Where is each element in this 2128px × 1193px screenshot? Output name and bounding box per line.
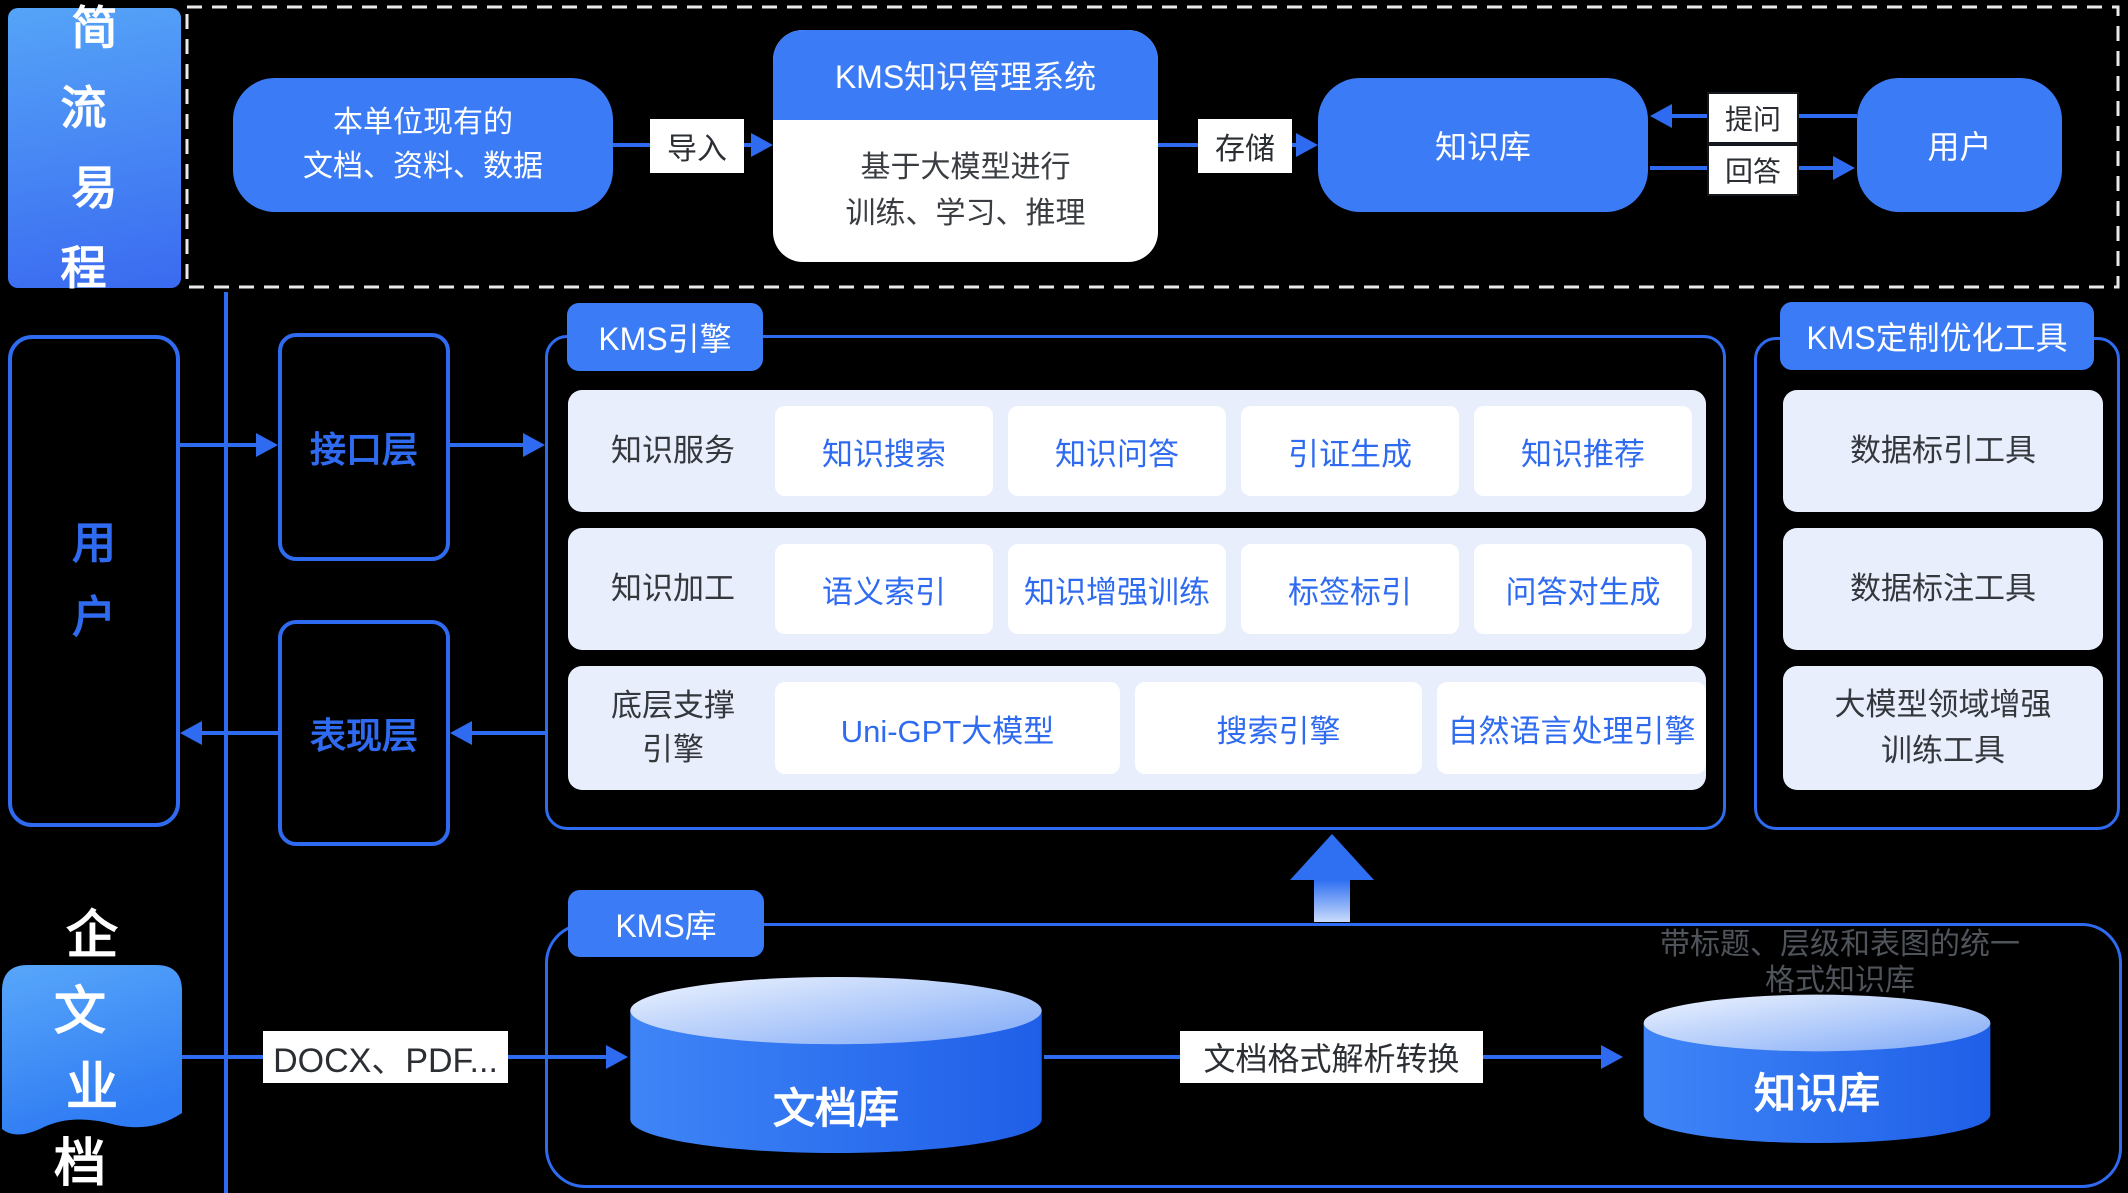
enterprise-doc-line: 业 档 (53, 1059, 142, 1193)
user-line: 户 (72, 593, 116, 642)
interface-layer-box: 接口层 (278, 333, 450, 561)
section-title-line: 简 流 (60, 2, 140, 134)
kms-system-body: 基于大模型进行 训练、学习、推理 (773, 120, 1158, 262)
tool-item-line: 数据标注工具 (1850, 571, 2036, 606)
row-label-underlying: 底层支撑 引擎 (568, 666, 778, 790)
tool-item-line: 数据标引工具 (1850, 433, 2036, 468)
user-line: 用 (72, 519, 116, 568)
chip-knowledge-enhanced-training: 知识增强训练 (1008, 544, 1226, 634)
arrowhead-convert (1601, 1045, 1623, 1069)
arrowhead-engine-to-presentation (450, 721, 472, 745)
document-db-cylinder (630, 976, 1042, 1153)
arrowhead-interface-to-engine (523, 433, 545, 457)
tool-item-line: 训练工具 (1881, 733, 2005, 768)
watermark-line: 带标题、层级和表图的统一 (1660, 928, 2020, 961)
chip-knowledge-search: 知识搜索 (775, 406, 993, 496)
vertical-bus-line (224, 292, 228, 1193)
knowledge-db-cylinder (1643, 994, 1991, 1143)
document-db-label: 文档库 (772, 1085, 899, 1132)
enterprise-document-shape (2, 965, 182, 1135)
format-convert-label: 文档格式解析转换 (1180, 1031, 1483, 1083)
section-title-simple-flow: 简 流 易 程 (8, 2, 181, 294)
tool-item-line: 大模型领域增强 (1834, 687, 2052, 722)
chip-tag-indexing: 标签标引 (1241, 544, 1459, 634)
row-label-services: 知识服务 (568, 390, 778, 512)
connector-interface-to-engine (450, 443, 525, 447)
connector-user-to-interface (180, 443, 260, 447)
kms-system-box: KMS知识管理系统 基于大模型进行 训练、学习、推理 (773, 30, 1158, 262)
up-arrow-icon (1290, 834, 1374, 922)
chip-citation-generation: 引证生成 (1241, 406, 1459, 496)
docx-pdf-label: DOCX、PDF... (263, 1031, 508, 1083)
kms-engine-tab: KMS引擎 (567, 303, 763, 371)
chip-search-engine: 搜索引擎 (1135, 682, 1422, 774)
kms-body-line: 训练、学习、推理 (845, 197, 1086, 230)
kms-tools-tab: KMS定制优化工具 (1780, 302, 2094, 370)
row-label-line: 引擎 (642, 732, 704, 767)
knowledge-db-label: 知识库 (1753, 1070, 1880, 1117)
chip-qa-pair-generation: 问答对生成 (1474, 544, 1692, 634)
arrowhead-ask (1650, 104, 1672, 128)
section-title-line: 易 程 (60, 162, 140, 294)
chip-unigpt-model: Uni-GPT大模型 (775, 682, 1120, 774)
kms-engine-panel (545, 335, 1726, 830)
arrowhead-doc-to-library (606, 1045, 628, 1069)
arrowhead-user-to-interface (256, 433, 278, 457)
row-label-line: 底层支撑 (611, 688, 735, 723)
chip-knowledge-qa: 知识问答 (1008, 406, 1226, 496)
arrowhead-presentation-to-user (180, 721, 202, 745)
enterprise-doc-line: 企 文 (53, 907, 142, 1041)
source-box-line: 本单位现有的 (333, 106, 513, 139)
chip-nlp-engine: 自然语言处理引擎 (1437, 682, 1706, 774)
source-documents-box: 本单位现有的 文档、资料、数据 (233, 78, 613, 212)
kms-body-line: 基于大模型进行 (860, 151, 1071, 184)
row-label-line: 知识服务 (611, 433, 735, 468)
chip-knowledge-recommendation: 知识推荐 (1474, 406, 1692, 496)
user-box-middle: 用 户 (8, 335, 180, 827)
connector-presentation-to-user (200, 731, 278, 735)
arrowhead-answer (1833, 156, 1855, 180)
dashed-section-border (185, 5, 2120, 289)
source-box-line: 文档、资料、数据 (303, 150, 543, 183)
arrowhead-import (751, 133, 773, 157)
watermark-line: 格式知识库 (1765, 964, 1915, 997)
row-label-line: 知识加工 (611, 571, 735, 606)
tool-data-indexing: 数据标引工具 (1783, 390, 2103, 512)
arrowhead-store (1296, 133, 1318, 157)
knowledge-base-box: 知识库 (1318, 78, 1648, 212)
tool-domain-enhanced-training: 大模型领域增强 训练工具 (1783, 666, 2103, 790)
kms-system-header: KMS知识管理系统 (773, 30, 1158, 120)
enterprise-document-label: 企 文 业 档 (2, 907, 182, 1193)
ask-label: 提问 (1707, 92, 1799, 144)
tool-data-annotation: 数据标注工具 (1783, 528, 2103, 650)
kms-library-tab: KMS库 (568, 890, 764, 957)
answer-label: 回答 (1707, 144, 1799, 196)
presentation-layer-box: 表现层 (278, 620, 450, 846)
connector-engine-to-presentation (470, 731, 545, 735)
chip-semantic-index: 语义索引 (775, 544, 993, 634)
user-box-top: 用户 (1857, 78, 2062, 212)
import-label: 导入 (650, 119, 744, 173)
row-label-processing: 知识加工 (568, 528, 778, 650)
store-label: 存储 (1198, 119, 1292, 173)
watermark-text: 带标题、层级和表图的统一 格式知识库 (1550, 927, 2128, 999)
